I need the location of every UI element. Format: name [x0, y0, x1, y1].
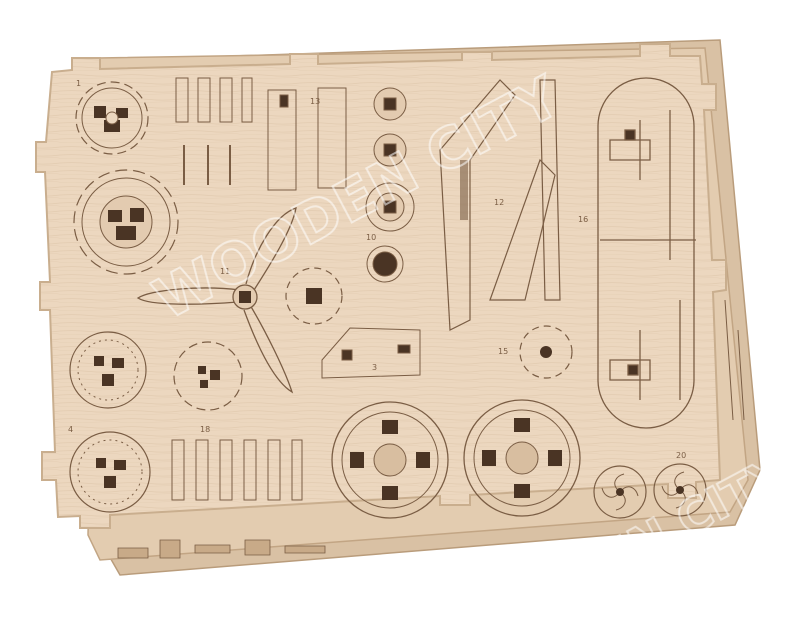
spiral-wheel-left — [593, 465, 647, 519]
part-label-3: 3 — [372, 363, 377, 372]
part-label-20: 20 — [676, 451, 686, 460]
bracket-parts-group-bottom — [171, 439, 303, 501]
part-label-4: 4 — [68, 425, 73, 434]
fuselage-side-parts — [439, 79, 561, 331]
spiral-wheel-right — [653, 463, 707, 517]
mid-gear-part — [285, 267, 343, 325]
wing-part — [597, 77, 696, 429]
perforated-disc-top — [69, 331, 147, 409]
bracket-parts-group-top — [175, 77, 347, 191]
part-label-11: 11 — [220, 267, 230, 276]
propeller-part — [136, 207, 297, 394]
part-label-13: 13 — [310, 97, 320, 106]
large-gear-part — [73, 169, 179, 275]
stand-part — [321, 327, 421, 379]
small-gear-part-right — [519, 325, 573, 379]
part-label-15: 15 — [498, 347, 508, 356]
part-label-12: 12 — [494, 198, 504, 207]
perforated-disc-bottom — [69, 431, 151, 513]
round-disc-parts — [365, 87, 415, 283]
small-gear-part — [75, 81, 149, 155]
part-label-10: 10 — [366, 233, 376, 242]
part-label-18: 18 — [200, 425, 210, 434]
medium-gear-part — [173, 341, 243, 411]
large-wheel-left — [331, 401, 449, 519]
large-wheel-right — [463, 399, 581, 517]
part-label-16: 16 — [578, 215, 588, 224]
part-label-1: 1 — [76, 79, 81, 88]
